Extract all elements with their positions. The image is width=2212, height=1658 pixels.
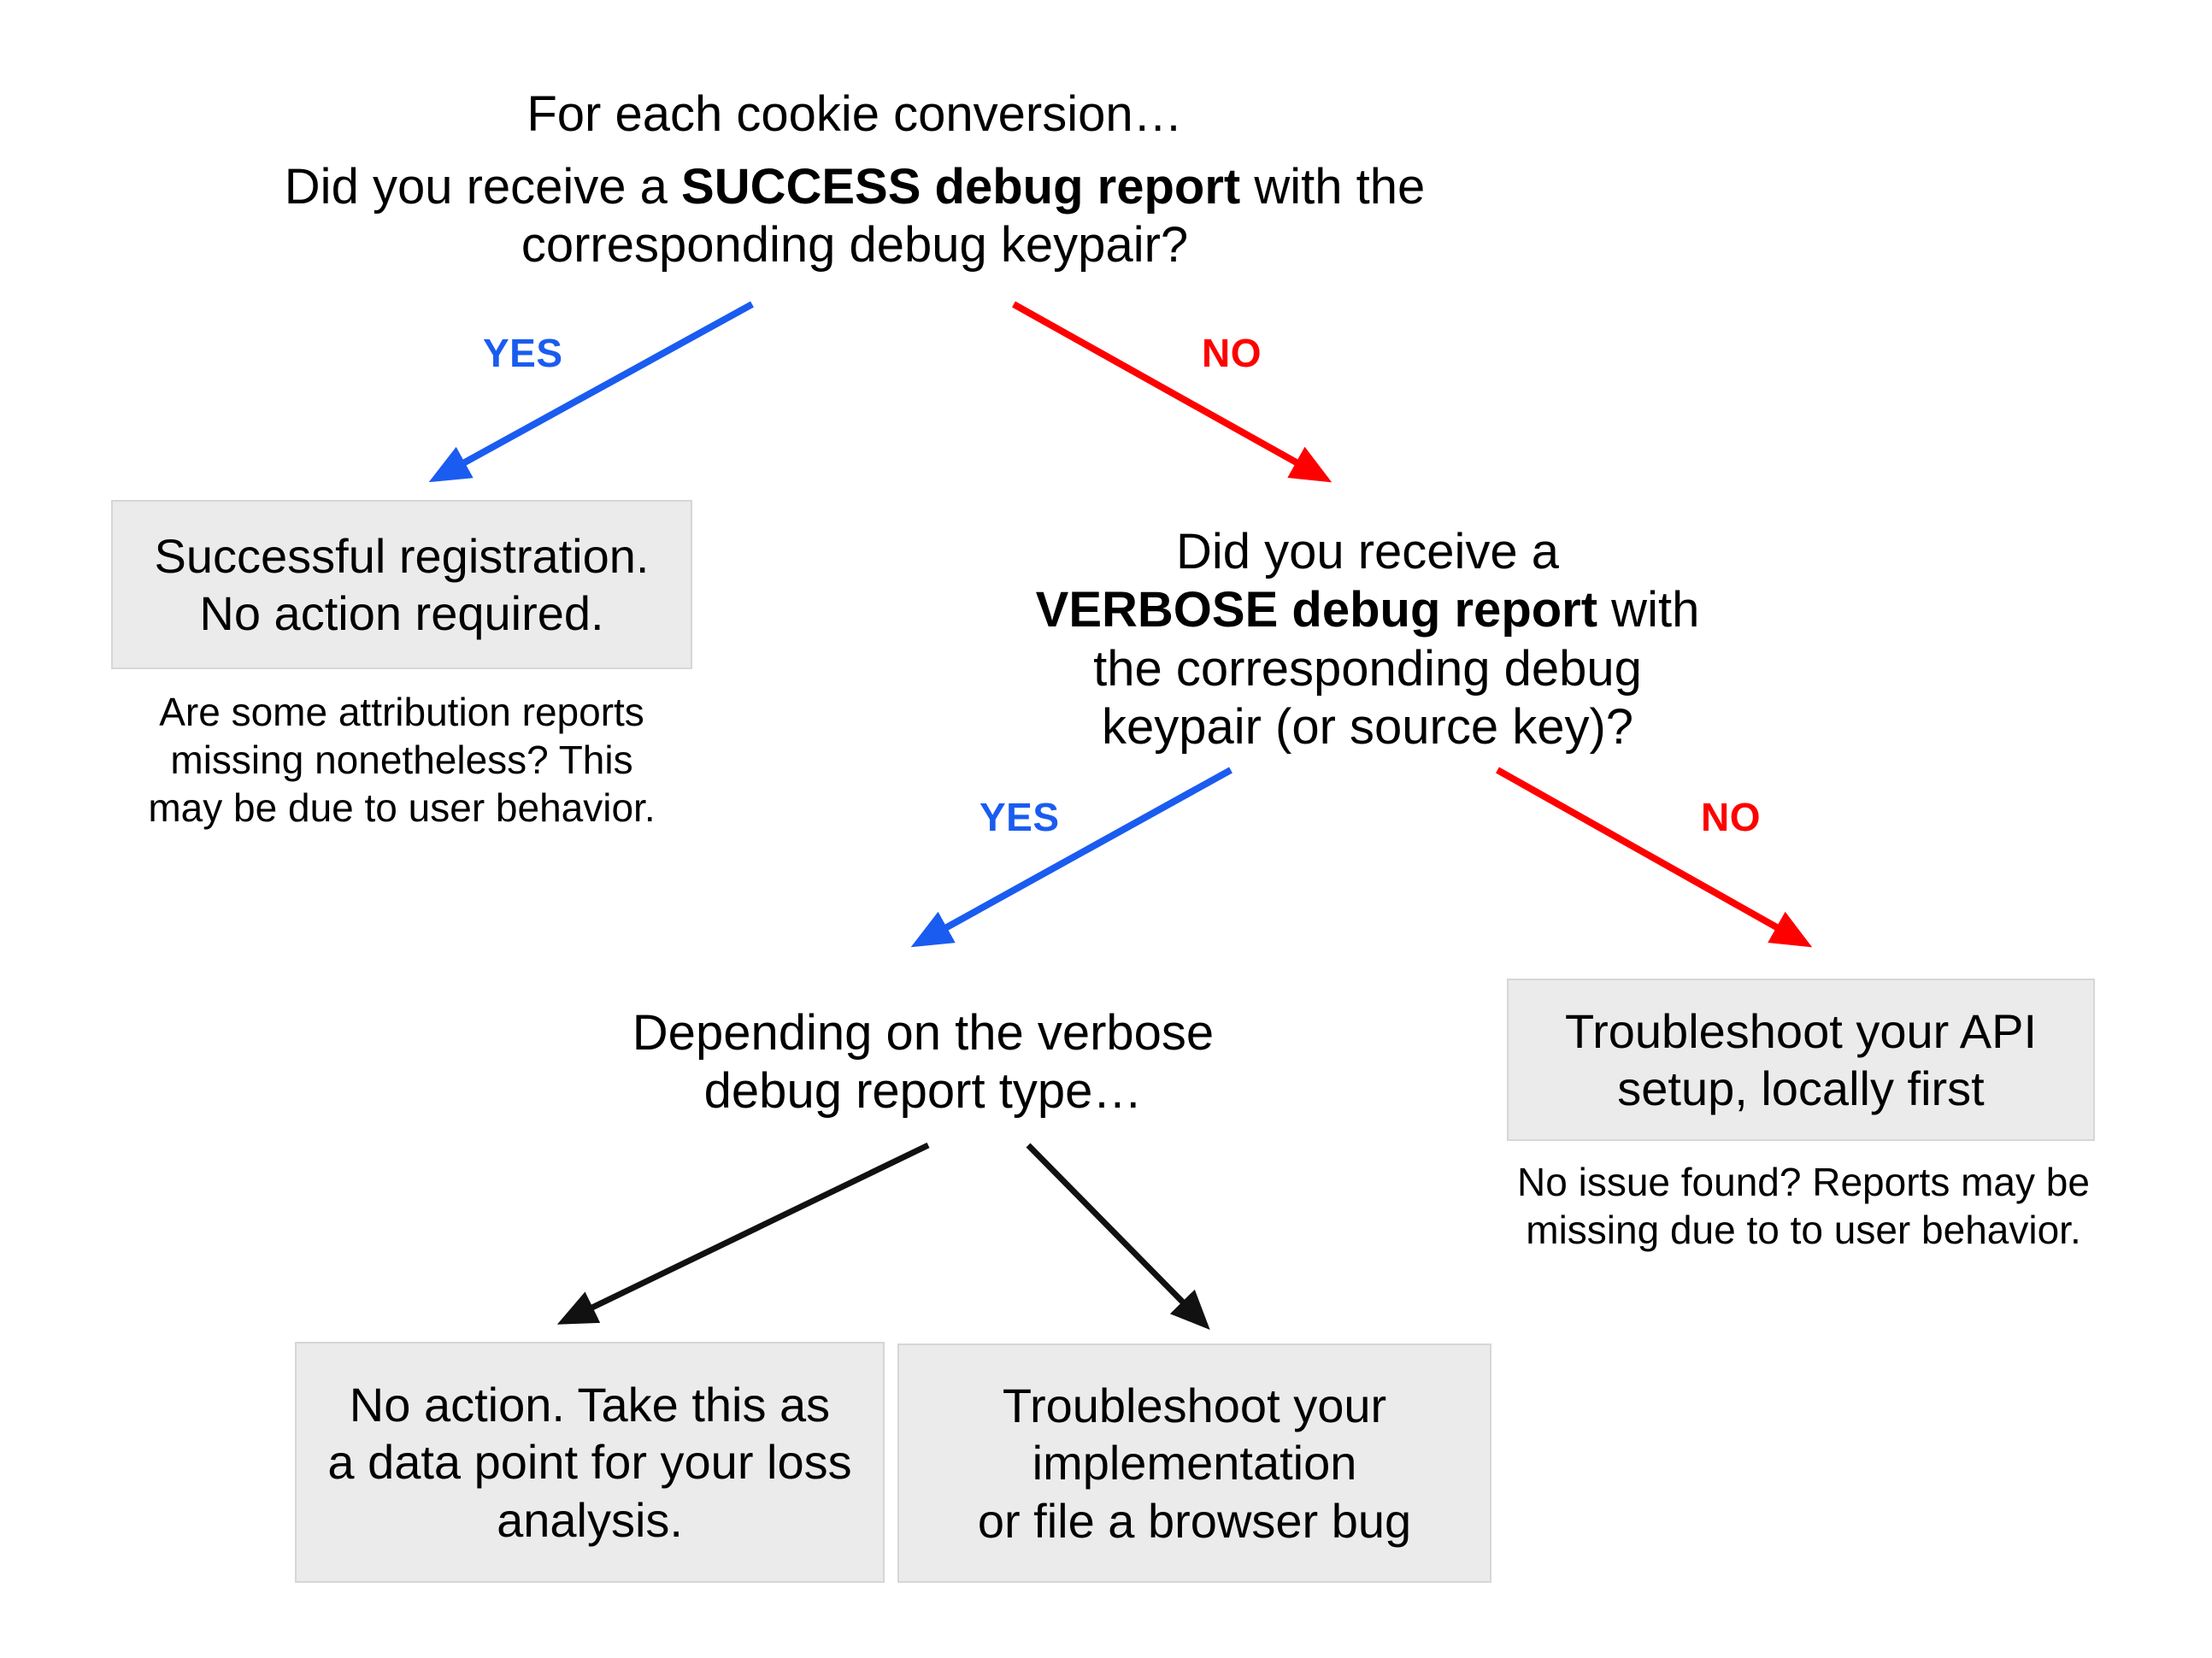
branch-caption-verbose-type: Depending on the verbose debug report ty… (632, 1005, 1215, 1120)
edge-label-yes-2: YES (980, 795, 1060, 839)
note-no-issue-found: No issue found? Reports may be missing d… (1517, 1160, 2090, 1253)
edge-branch-left (556, 1142, 930, 1325)
root-caption: For each cookie conversion… (527, 86, 1183, 142)
note-missing-attribution-reports: Are some attribution reports missing non… (148, 690, 656, 831)
edge-branch-right (1026, 1143, 1210, 1330)
edge-q2-yes (910, 767, 1232, 948)
question-2-emphasis: VERBOSE debug report (1035, 582, 1598, 638)
edge-label-no-2: NO (1701, 795, 1761, 839)
edge-q1-yes (428, 301, 754, 483)
edge-q1-no (1012, 301, 1332, 483)
question-2-tail: with the corresponding debug keypair (or… (1093, 582, 1700, 756)
box-troubleshoot-implementation[interactable]: Troubleshoot your implementation or file… (897, 1343, 1491, 1583)
question-1-tail: with the corresponding debug keypair? (521, 159, 1426, 273)
question-1-lead: Did you receive a (284, 159, 682, 215)
question-success-report: Did you receive a SUCCESS debug report w… (274, 158, 1436, 275)
box-successful-registration[interactable]: Successful registration. No action requi… (111, 500, 692, 669)
edge-label-no-1: NO (1202, 331, 1262, 375)
edge-label-yes-1: YES (483, 331, 563, 375)
question-2-lead: Did you receive a (1175, 524, 1560, 579)
box-no-action-loss-analysis[interactable]: No action. Take this as a data point for… (295, 1342, 885, 1583)
box-troubleshoot-api-setup[interactable]: Troubleshoot your API setup, locally fir… (1507, 979, 2095, 1141)
question-1-emphasis: SUCCESS debug report (681, 159, 1241, 215)
question-verbose-report: Did you receive a VERBOSE debug report w… (1009, 523, 1727, 757)
